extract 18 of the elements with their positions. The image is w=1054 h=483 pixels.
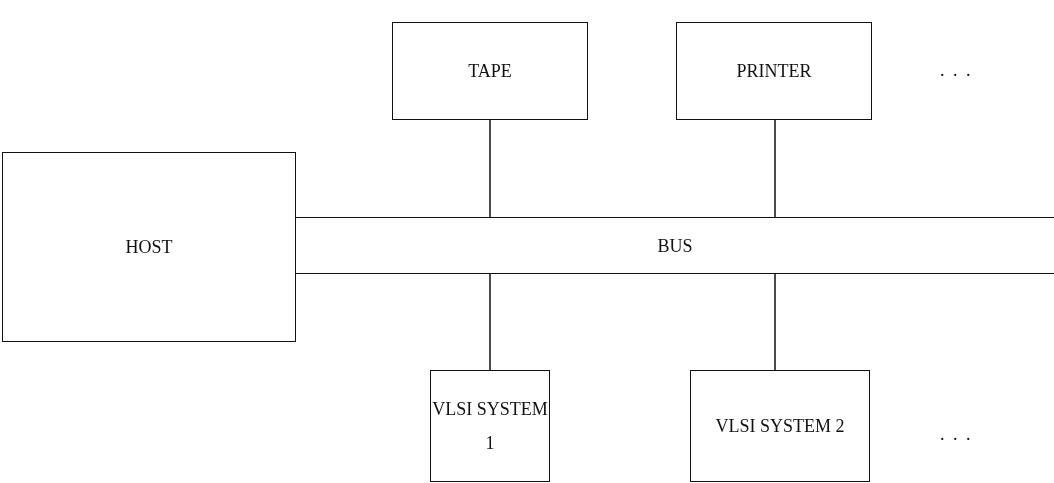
- node-label: PRINTER: [736, 60, 812, 83]
- node-label: VLSI SYSTEM 2: [715, 415, 845, 438]
- node-label: HOST: [125, 236, 173, 259]
- device-box: [392, 22, 588, 120]
- host-box: [2, 152, 296, 342]
- ellipsis-label: . . .: [940, 424, 973, 445]
- device-box: [676, 22, 872, 120]
- bus-band: [296, 217, 1054, 274]
- connector-line: [774, 119, 776, 218]
- connector-line: [489, 119, 491, 218]
- node-label: VLSI SYSTEM 1: [431, 398, 549, 455]
- node-label: TAPE: [468, 60, 512, 83]
- system-box: [690, 370, 870, 482]
- node-label: BUS: [657, 234, 693, 258]
- system-box: [430, 370, 550, 482]
- connector-line: [774, 273, 776, 371]
- ellipsis-label: . . .: [940, 60, 973, 81]
- connector-line: [489, 273, 491, 371]
